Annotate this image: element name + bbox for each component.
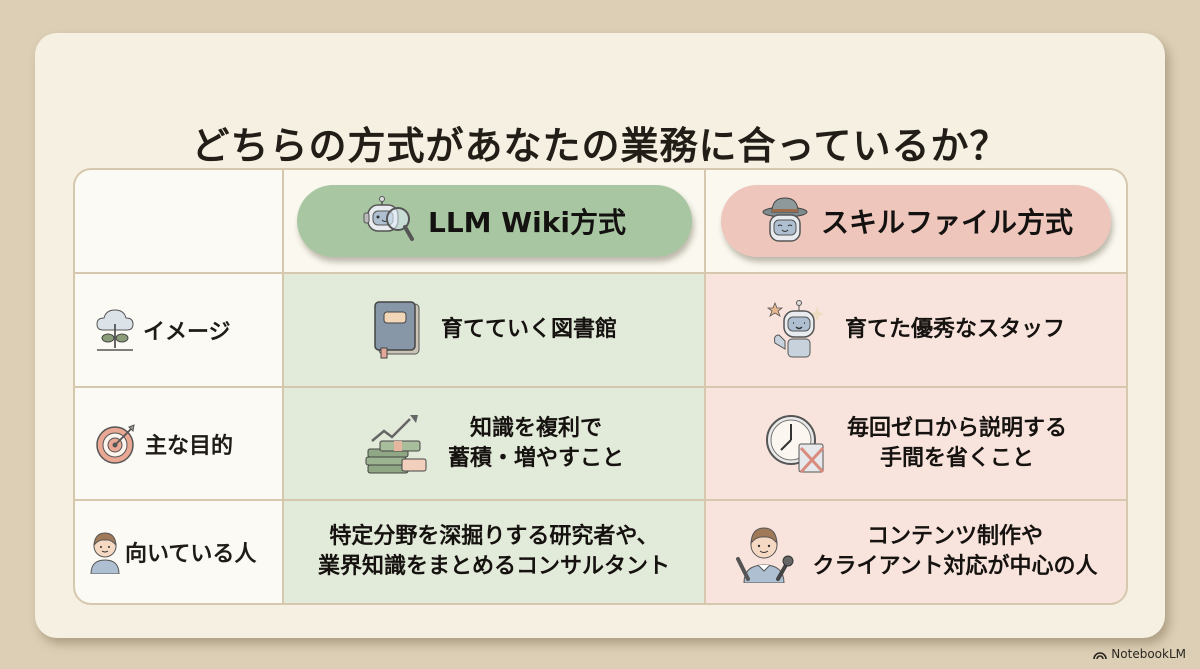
wiki-image-text: 育てていく図書館 — [440, 317, 617, 343]
row-label-audience: 向いている人 — [75, 501, 282, 603]
skill-audience-cell: コンテンツ制作や クライアント対応が中心の人 — [706, 501, 1126, 603]
header-skill-cell: スキルファイル方式 — [706, 170, 1126, 272]
skill-method-label: スキルファイル方式 — [820, 206, 1073, 239]
wiki-method-label: LLM Wiki方式 — [428, 206, 626, 239]
row-label-purpose: 主な目的 — [75, 388, 282, 499]
book-icon — [371, 300, 423, 360]
brand-label: NotebookLM — [1111, 647, 1186, 661]
target-icon — [95, 423, 137, 465]
skill-audience-line1: コンテンツ制作や — [866, 524, 1043, 550]
row-label-text: イメージ — [143, 320, 231, 345]
money-growth-icon — [364, 411, 430, 477]
person-icon — [89, 530, 121, 574]
wiki-method-pill: LLM Wiki方式 — [296, 185, 692, 257]
header-wiki-cell: LLM Wiki方式 — [284, 170, 704, 272]
skill-audience-line2: クライアント対応が中心の人 — [812, 554, 1098, 579]
header-empty-cell — [75, 170, 282, 272]
wiki-purpose-cell: 知識を複利で 蓄積・増やすこと — [284, 388, 704, 499]
slide-title: どちらの方式があなたの業務に合っているか？ — [191, 124, 1009, 168]
row-label-text: 主な目的 — [145, 433, 234, 459]
skill-purpose-line1: 毎回ゼロから説明する — [846, 415, 1067, 441]
wiki-purpose-line1: 知識を複利で — [469, 415, 602, 441]
row-label-image: イメージ — [75, 274, 282, 386]
robot-magnifier-icon — [362, 195, 418, 247]
row-label-text: 向いている人 — [125, 542, 257, 567]
comparison-table: LLM Wiki方式 スキルファイル方式 — [73, 168, 1128, 605]
wiki-audience-cell: 特定分野を深掘りする研究者や、 業界知識をまとめるコンサルタント — [284, 501, 704, 603]
skill-image-cell: 育てた優秀なスタッフ — [706, 274, 1126, 386]
wiki-audience-line1: 特定分野を深掘りする研究者や、 — [329, 524, 659, 550]
sprout-cloud-icon — [95, 308, 135, 352]
wiki-purpose-line2: 蓄積・増やすこと — [447, 445, 624, 471]
wiki-audience-line2: 業界知識をまとめるコンサルタント — [317, 554, 670, 579]
robot-hat-icon — [759, 196, 811, 246]
brand-watermark: NotebookLM — [1093, 647, 1186, 661]
skill-image-text: 育てた優秀なスタッフ — [844, 317, 1065, 343]
robot-thumbs-up-icon — [766, 299, 827, 361]
clock-cross-icon — [765, 412, 829, 476]
skill-purpose-cell: 毎回ゼロから説明する 手間を省くこと — [706, 388, 1126, 499]
skill-method-pill: スキルファイル方式 — [721, 185, 1111, 257]
creator-person-icon — [734, 521, 794, 583]
skill-purpose-line2: 手間を省くこと — [879, 445, 1034, 471]
notebooklm-logo-icon — [1093, 649, 1108, 659]
wiki-image-cell: 育てていく図書館 — [284, 274, 704, 386]
